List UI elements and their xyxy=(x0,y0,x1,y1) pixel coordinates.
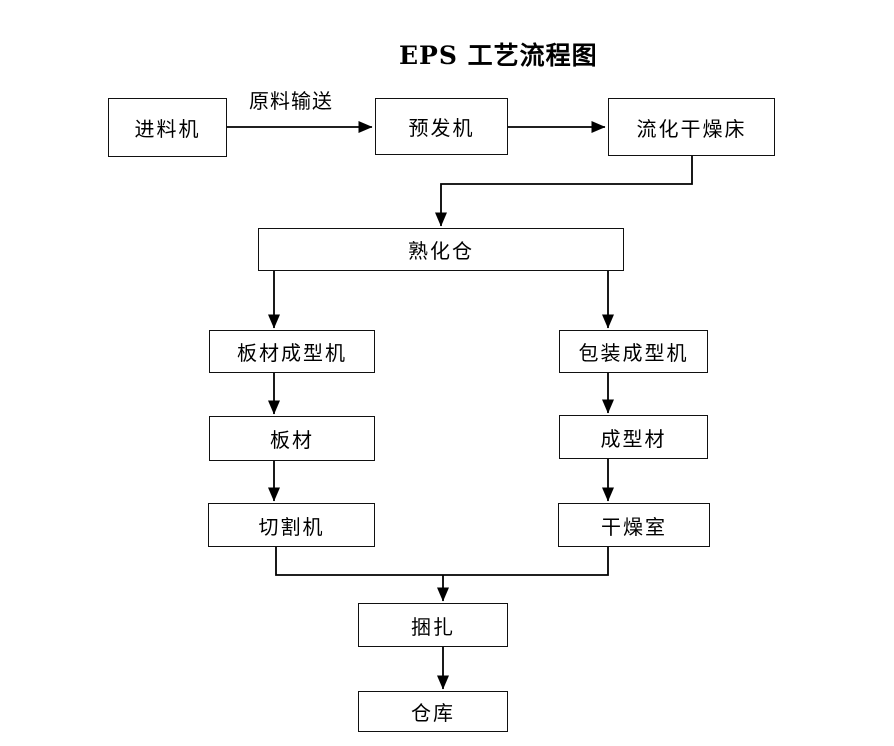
node-cutting-machine: 切割机 xyxy=(208,503,375,547)
node-board-forming-machine: 板材成型机 xyxy=(209,330,375,373)
node-pre-expander: 预发机 xyxy=(375,98,508,155)
edge-dryingroom-to-merge xyxy=(443,547,609,576)
node-bundling: 捆扎 xyxy=(358,603,508,647)
node-warehouse: 仓库 xyxy=(358,691,508,732)
node-formed-material: 成型材 xyxy=(559,415,708,459)
node-board: 板材 xyxy=(209,416,375,461)
edge-label-raw-material-transport: 原料输送 xyxy=(249,89,333,113)
node-packaging-forming-machine: 包装成型机 xyxy=(559,330,708,373)
node-curing-silo: 熟化仓 xyxy=(258,228,624,271)
node-drying-room: 干燥室 xyxy=(558,503,710,547)
edge-fluidbed-to-curingsilo xyxy=(435,156,693,227)
edge-cutter-to-merge xyxy=(275,547,443,576)
diagram-title: EPS 工艺流程图 xyxy=(399,41,598,70)
node-fluidized-drying-bed: 流化干燥床 xyxy=(608,98,775,156)
node-feeder: 进料机 xyxy=(108,98,227,157)
